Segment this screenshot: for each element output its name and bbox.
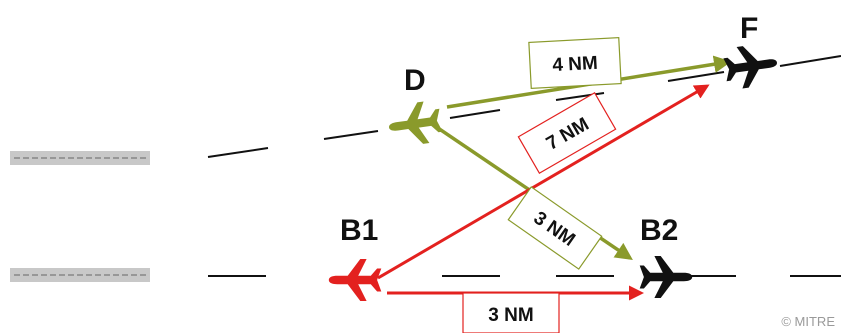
upper-approach-path [207,55,841,158]
aircraft-b2 [639,256,693,298]
aircraft-f [722,41,780,91]
runway-lower [10,268,150,282]
airplane-icon [722,41,780,91]
runway-upper [10,151,150,165]
aircraft-d [386,99,444,149]
svg-text:4 NM: 4 NM [552,53,598,76]
arrow-b1-to-f [377,84,710,280]
aircraft-label-b2: B2 [640,214,678,247]
aircraft-label-f: F [740,12,758,45]
airplane-icon [386,99,444,149]
aircraft-label-b1: B1 [340,214,378,247]
airplane-icon [639,256,693,298]
aircraft-label-d: D [404,64,426,97]
copyright-credit: © MITRE [781,314,835,329]
svg-text:3 NM: 3 NM [488,305,533,326]
airplane-icon [328,259,382,301]
distance-label-b1-to-f: 7 NM [517,91,617,175]
aircraft-b1 [328,259,382,301]
distance-label-d-to-f: 4 NM [528,37,622,89]
distance-label-d-to-b2: 3 NM [507,186,603,270]
distance-label-b1-to-b2: 3 NM [462,292,560,333]
